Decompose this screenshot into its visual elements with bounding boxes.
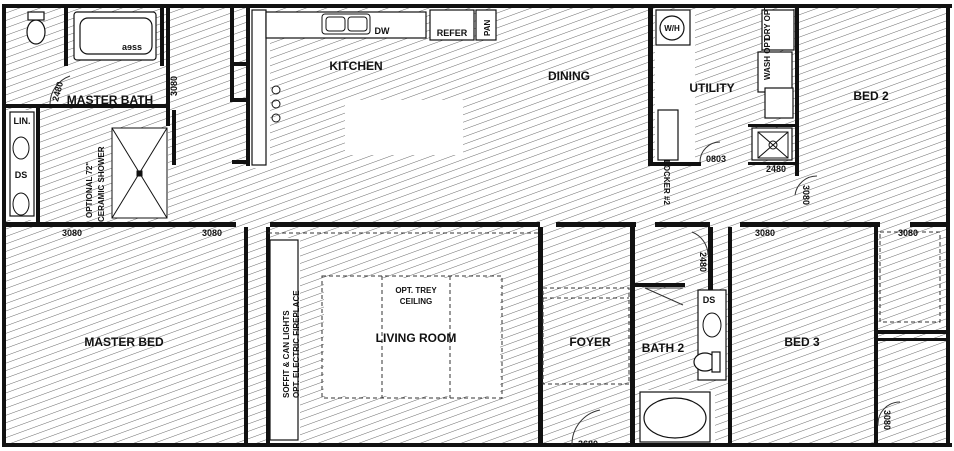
door-size-3080-b: 3080 [202, 228, 222, 238]
label-shower-line1: OPTIONAL 72" [85, 162, 94, 218]
room-label-living-room: LIVING ROOM [376, 331, 457, 345]
door-size-3080-e: 3080 [882, 410, 892, 430]
room-label-kitchen: KITCHEN [329, 59, 382, 73]
bathtub-icon [73, 11, 711, 443]
label-shower-line2: CERAMIC SHOWER [97, 146, 106, 222]
room-label-master-bed: MASTER BED [84, 335, 164, 349]
room-label-foyer: FOYER [569, 335, 611, 349]
room-label-dining: DINING [548, 69, 590, 83]
label-water-heater: W/H [664, 24, 680, 33]
interior-walls [6, 6, 948, 445]
door-swings [49, 75, 901, 446]
door-size-3080-utility: 3080 [801, 185, 811, 205]
vanity-sink-icon [12, 136, 722, 338]
door-size-3080-a: 3080 [62, 228, 82, 238]
door-size-3080-c: 3080 [755, 228, 775, 238]
room-label-bed3: BED 3 [784, 335, 820, 349]
label-dryer: DRY OPT. [763, 4, 772, 40]
kitchen-sink-icon [321, 13, 371, 35]
label-fireplace: OPT. ELECTRIC FIREPLACE [292, 290, 301, 398]
floor-drain-icon [757, 131, 789, 159]
door-size-3680: 3680 [578, 439, 598, 449]
label-ds-bath2: DS [703, 295, 716, 305]
door-size-3080-d: 3080 [898, 228, 918, 238]
room-label-bath2: BATH 2 [642, 341, 685, 355]
range-icon [271, 85, 281, 123]
cabinets [9, 9, 795, 441]
door-size-3080-master-bath: 3080 [169, 76, 179, 96]
door-size-2480-utility: 2480 [766, 164, 786, 174]
label-washer: WASH OPT. [763, 36, 772, 80]
toilet-icon [26, 11, 721, 373]
label-ds: DS [15, 170, 28, 180]
label-pantry: PAN [483, 19, 492, 36]
label-trey-line2: CEILING [400, 297, 432, 306]
label-trey-line1: OPT. TREY [395, 286, 437, 295]
label-refrigerator: REFER [437, 28, 468, 38]
dashed-lines [268, 231, 941, 399]
water-heater-icon [659, 15, 685, 41]
room-label-utility: UTILITY [689, 81, 734, 95]
door-size-2480-bath2: 2480 [698, 252, 708, 272]
shower-icon [111, 127, 168, 219]
room-label-master-bath: MASTER BATH [67, 93, 153, 107]
label-tub-brand: aɘss [122, 42, 142, 52]
label-locker: LOCKER #2 [662, 160, 671, 205]
label-linen: LIN. [14, 116, 31, 126]
label-soffit: SOFFIT & CAN LIGHTS [282, 310, 291, 398]
label-dishwasher: DW [375, 26, 390, 36]
door-size-0803: 0803 [706, 154, 726, 164]
room-label-bed2: BED 2 [853, 89, 889, 103]
